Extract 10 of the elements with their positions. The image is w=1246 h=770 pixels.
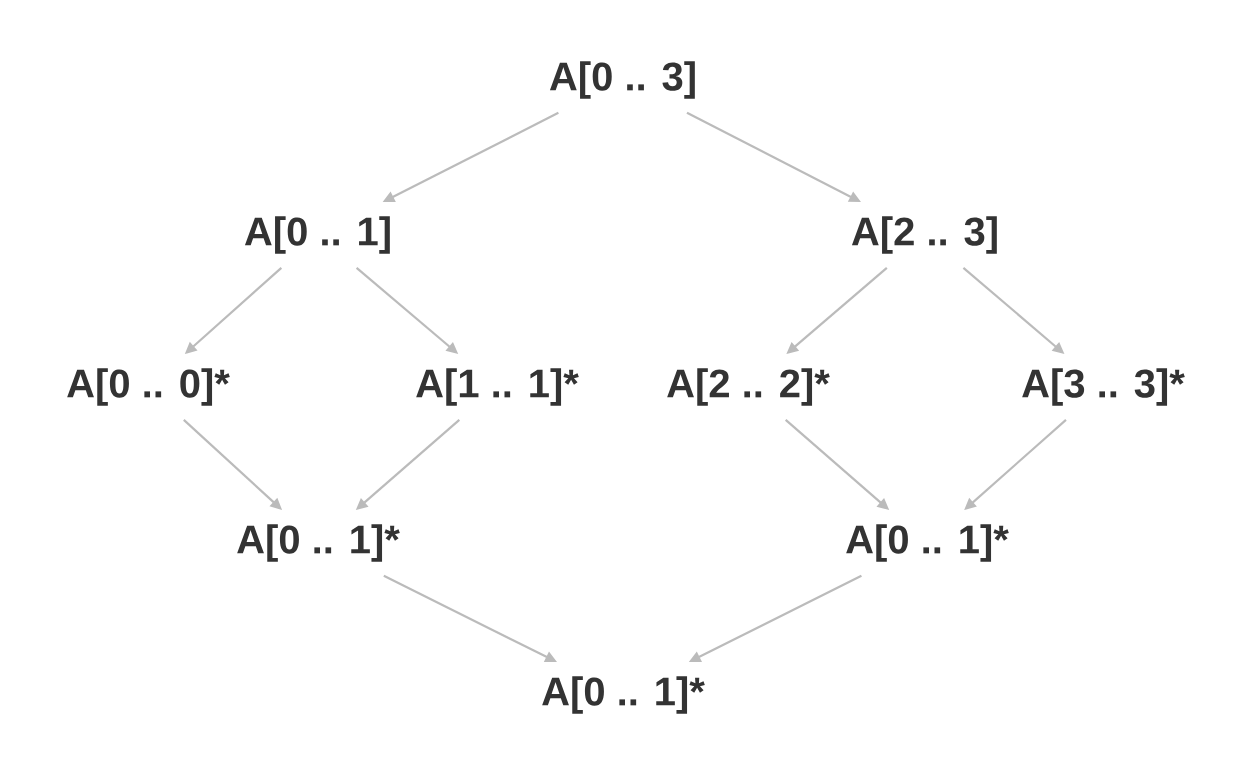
node-label: A[0 .. 0]* <box>67 368 230 406</box>
node-label: A[1 .. 1]* <box>416 368 579 406</box>
node-label: A[0 .. 3] <box>549 61 695 99</box>
node-label: A[0 .. 1]* <box>542 676 705 714</box>
node-label: A[3 .. 3]* <box>1022 368 1185 406</box>
node-label: A[2 .. 3] <box>851 216 997 254</box>
node-label: A[0 .. 1]* <box>237 524 400 562</box>
node-label: A[0 .. 1]* <box>846 524 1009 562</box>
node-label: A[0 .. 1] <box>244 216 390 254</box>
node-label: A[2 .. 2]* <box>667 368 830 406</box>
